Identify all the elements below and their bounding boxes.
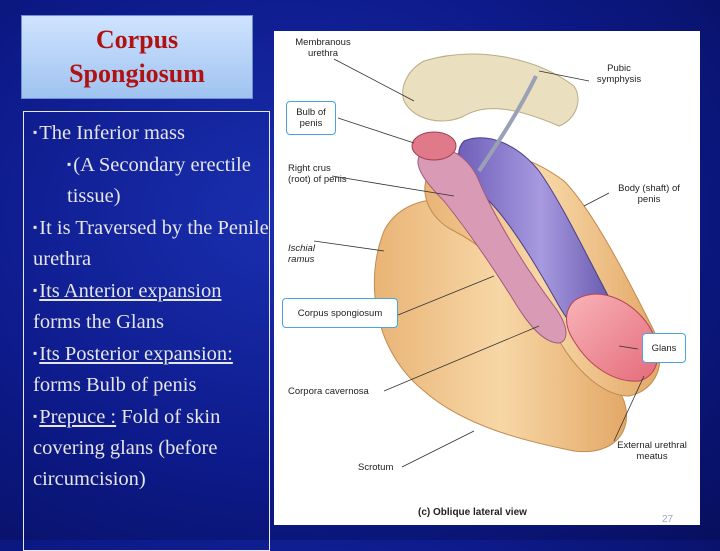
penis-illustration: [313, 53, 661, 468]
callout-glans: Glans: [642, 333, 686, 363]
underlined-term: Prepuce :: [39, 406, 117, 428]
bullet-marker-icon: ▪: [67, 157, 72, 171]
label-ischial-ramus: Ischial ramus: [288, 243, 315, 265]
bullet-marker-icon: ▪: [33, 409, 38, 423]
title-box: Corpus Spongiosum: [21, 15, 253, 99]
slide-number: 27: [662, 514, 674, 525]
bullet-item: ▪It is Traversed by the Penile urethra: [33, 217, 269, 270]
bullet-marker-icon: ▪: [33, 125, 38, 139]
label-right-crus: Right crus (root) of penis: [288, 163, 347, 185]
title-line-1: Corpus: [95, 25, 179, 54]
glans-shape: [566, 293, 659, 382]
label-corpora-cavernosa: Corpora cavernosa: [288, 386, 369, 397]
label-external-urethral-meatus: External urethral meatus: [617, 440, 687, 462]
figure-caption: (c) Oblique lateral view: [418, 507, 527, 518]
urethra-line: [477, 75, 538, 173]
pubic-bone: [402, 53, 579, 127]
bullet-marker-icon: ▪: [33, 283, 38, 297]
label-membranous-urethra: Membranous urethra: [295, 37, 351, 59]
title-line-2: Spongiosum: [69, 59, 205, 88]
bullet-marker-icon: ▪: [33, 346, 38, 360]
bullet-item: ▪Its Anterior expansion forms the Glans: [33, 280, 222, 333]
anatomy-figure: Membranous urethra Pubic symphysis Bulb …: [274, 31, 700, 525]
corpus-spongiosum-shape: [417, 147, 567, 344]
bullet-marker-icon: ▪: [33, 220, 38, 234]
callout-corpus-spongiosum: Corpus spongiosum: [282, 298, 398, 328]
bullet-list: ▪The Inferior mass ▪(A Secondary erectil…: [33, 117, 269, 495]
bullet-item: ▪Its Posterior expansion: forms Bulb of …: [33, 343, 233, 396]
label-body-shaft: Body (shaft) of penis: [618, 183, 680, 205]
label-pubic-symphysis: Pubic symphysis: [596, 63, 642, 85]
bullet-item: ▪Prepuce : Fold of skin covering glans (…: [33, 406, 221, 490]
label-scrotum: Scrotum: [358, 462, 394, 473]
underlined-term: Its Anterior expansion: [39, 280, 222, 302]
bulb-shape: [411, 131, 457, 161]
callout-bulb-of-penis: Bulb of penis: [286, 101, 336, 135]
underlined-term: Its Posterior expansion:: [39, 343, 233, 365]
bullet-subitem: ▪(A Secondary erectile tissue): [67, 154, 251, 207]
bullet-item: ▪The Inferior mass: [33, 122, 185, 144]
